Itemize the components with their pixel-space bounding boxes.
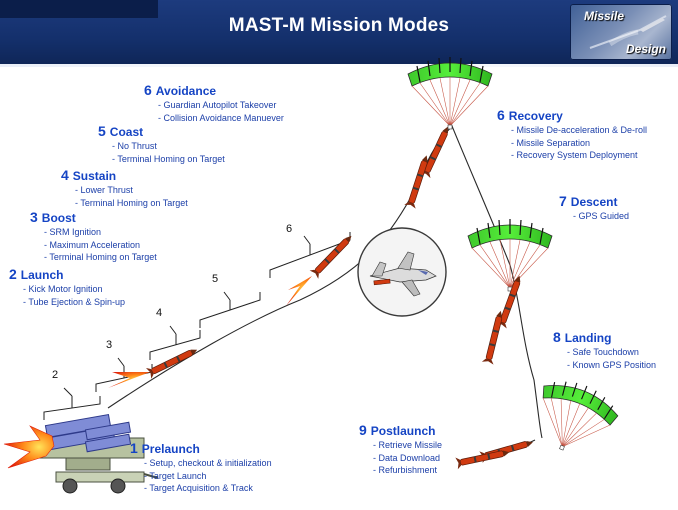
mode-item: Refurbishment: [373, 464, 442, 477]
mode-item: SRM Ignition: [44, 226, 157, 239]
mode-item: Data Download: [373, 452, 442, 465]
mode-item: Collision Avoidance Manuever: [158, 112, 284, 125]
mode-number: 8: [553, 329, 561, 345]
mode-item: Tube Ejection & Spin-up: [23, 296, 125, 309]
boost-missile-2: [286, 231, 357, 306]
mode-item: Recovery System Deployment: [511, 149, 647, 162]
mode-item: Target Acquisition & Track: [144, 482, 272, 495]
header-rule: [0, 64, 678, 67]
mode-title: Postlaunch: [370, 424, 436, 438]
aircraft-icon: [357, 227, 447, 317]
phase-label-6: 6: [286, 223, 292, 235]
recovery-parachute-icon: [407, 56, 493, 130]
mode-item: Terminal Homing on Target: [75, 197, 187, 210]
mode-title: Coast: [109, 125, 144, 139]
mode-item: GPS Guided: [573, 210, 630, 223]
header-bar: MAST-M Mission Modes Missile Design: [0, 0, 678, 64]
header-tab: [0, 0, 158, 18]
descent-parachute-icon: [467, 218, 553, 292]
mode-item: Retrieve Missile: [373, 439, 443, 452]
mode-number: 3: [30, 209, 38, 225]
mode-title: Recovery: [508, 109, 563, 123]
mode-title: Launch: [20, 268, 64, 282]
phase-label-2: 2: [52, 369, 58, 381]
mode-title: Landing: [564, 331, 612, 345]
mode-title: Avoidance: [155, 84, 217, 98]
mode-number: 1: [130, 440, 138, 456]
mode-item: Maximum Acceleration: [44, 239, 157, 252]
mode-number: 5: [98, 123, 106, 139]
mode-number: 2: [9, 266, 17, 282]
mode-title: Boost: [41, 211, 76, 225]
mode-title: Sustain: [72, 169, 117, 183]
phase-label-5: 5: [212, 273, 218, 285]
logo-missile-icon: [589, 15, 667, 49]
mode-number: 6: [497, 107, 505, 123]
mode-item: Target Launch: [144, 470, 272, 483]
mode-item: Safe Touchdown: [567, 346, 656, 359]
mode-item: Missile De-acceleration & De-roll: [511, 124, 648, 137]
page-title: MAST-M Mission Modes: [228, 15, 450, 36]
mode-item: Guardian Autopilot Takeover: [158, 99, 284, 112]
mode-item: Kick Motor Ignition: [23, 283, 125, 296]
mode-number: 9: [359, 422, 367, 438]
logo-text-2: Design: [625, 42, 666, 56]
phase-label-4: 4: [156, 307, 162, 319]
mode-item: Known GPS Position: [567, 359, 657, 372]
mode-title: Descent: [570, 195, 618, 209]
mode-item: Terminal Homing on Target: [44, 251, 156, 264]
mode-number: 4: [61, 167, 69, 183]
mode-item: Terminal Homing on Target: [112, 153, 224, 166]
mode-item: No Thrust: [112, 140, 225, 153]
missile-design-logo: Missile Design: [570, 4, 672, 60]
logo-text-1: Missile: [584, 9, 625, 23]
launcher-icon: [39, 413, 159, 494]
launch-flame-icon: [3, 425, 55, 469]
recovery-missile: [403, 123, 454, 210]
mode-title: Prelaunch: [141, 442, 200, 456]
phase-label-3: 3: [106, 339, 112, 351]
mode-number: 6: [144, 82, 152, 98]
mode-item: Missile Separation: [511, 137, 647, 150]
mode-item: Lower Thrust: [75, 184, 188, 197]
mode-item: Setup, checkout & initialization: [144, 457, 272, 470]
mode-number: 7: [559, 193, 567, 209]
boost-missile-1: [108, 343, 201, 388]
